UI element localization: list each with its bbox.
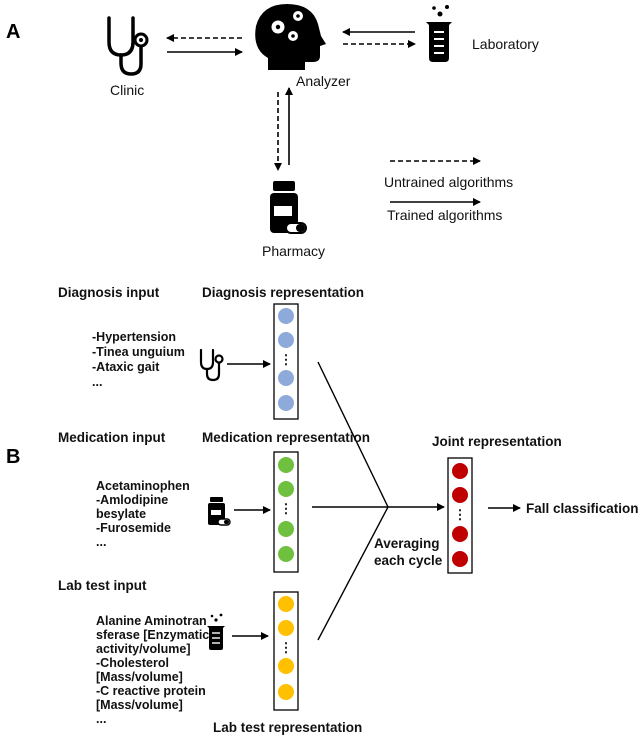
clinic-label: Clinic <box>110 82 144 98</box>
diagnosis-node <box>278 332 294 348</box>
stethoscope-icon <box>107 16 149 76</box>
diagnosis-item: -Tinea unguium <box>92 345 185 359</box>
beaker-small-icon <box>207 613 225 650</box>
joint-node <box>452 551 468 567</box>
panel-a-label: A <box>6 21 20 43</box>
panel-b-label: B <box>6 446 20 468</box>
medication-items: Acetaminophen -Amlodipine besylate -Furo… <box>96 479 190 549</box>
medication-item: besylate <box>96 507 146 521</box>
head-gears-icon <box>255 4 326 70</box>
averaging-label-line1: Averaging <box>374 536 440 551</box>
joint-node <box>452 526 468 542</box>
diagnosis-node <box>278 370 294 386</box>
lab-node <box>278 684 294 700</box>
lab-ellipsis: ⋮ <box>280 640 293 655</box>
medication-ellipsis: ⋮ <box>280 501 293 516</box>
lab-input-title: Lab test input <box>58 578 147 593</box>
medication-node <box>278 457 294 473</box>
medication-item: ... <box>96 535 106 549</box>
lab-item: sferase [Enzymatic <box>96 628 209 642</box>
medication-node <box>278 521 294 537</box>
lab-vector: ⋮ <box>273 591 299 711</box>
diagnosis-item: -Ataxic gait <box>92 360 160 374</box>
averaging-lines <box>312 361 389 641</box>
lab-node <box>278 658 294 674</box>
lab-item: [Mass/volume] <box>96 698 183 712</box>
diagnosis-ellipsis: ⋮ <box>280 352 293 367</box>
pill-bottle-small-icon <box>208 497 231 526</box>
lab-item: activity/volume] <box>96 642 190 656</box>
diagnosis-representation-title: Diagnosis representation <box>202 285 364 300</box>
legend-trained-label: Trained algorithms <box>387 207 502 223</box>
medication-node <box>278 546 294 562</box>
lab-node <box>278 596 294 612</box>
lab-item: -Cholesterol <box>96 656 169 670</box>
joint-vector: ⋮ <box>447 457 473 574</box>
medication-item: -Amlodipine <box>96 493 168 507</box>
lab-item: Alanine Aminotran <box>96 614 207 628</box>
diagnosis-items: -Hypertension -Tinea unguium -Ataxic gai… <box>92 330 185 389</box>
medication-representation-title: Medication representation <box>202 430 370 445</box>
lab-items: Alanine Aminotran sferase [Enzymatic act… <box>96 614 209 726</box>
stethoscope-small-icon <box>199 348 224 382</box>
diagnosis-item: -Hypertension <box>92 330 176 344</box>
diagnosis-node <box>278 395 294 411</box>
pharmacy-label: Pharmacy <box>262 243 325 259</box>
joint-node <box>452 463 468 479</box>
laboratory-label: Laboratory <box>472 36 539 52</box>
joint-representation-title: Joint representation <box>432 434 562 449</box>
pill-bottle-icon <box>270 181 307 234</box>
beaker-icon <box>426 5 452 62</box>
joint-ellipsis: ⋮ <box>454 507 467 522</box>
lab-item: -C reactive protein <box>96 684 206 698</box>
lab-item: [Mass/volume] <box>96 670 183 684</box>
joint-node <box>452 487 468 503</box>
analyzer-label: Analyzer <box>296 73 351 89</box>
diagnosis-node <box>278 308 294 324</box>
medication-node <box>278 481 294 497</box>
medication-input-title: Medication input <box>58 430 166 445</box>
medication-item: Acetaminophen <box>96 479 190 493</box>
lab-representation-title: Lab test representation <box>213 720 362 735</box>
diagnosis-input-title: Diagnosis input <box>58 285 160 300</box>
legend-untrained-label: Untrained algorithms <box>384 174 513 190</box>
diagnosis-vector: ⋮ <box>273 303 299 420</box>
lab-node <box>278 620 294 636</box>
diagnosis-item: ... <box>92 375 102 389</box>
lab-item: ... <box>96 712 106 726</box>
medication-item: -Furosemide <box>96 521 171 535</box>
averaging-label-line2: each cycle <box>374 553 443 568</box>
fall-classification-label: Fall classification <box>526 501 639 516</box>
medication-vector: ⋮ <box>273 451 299 573</box>
